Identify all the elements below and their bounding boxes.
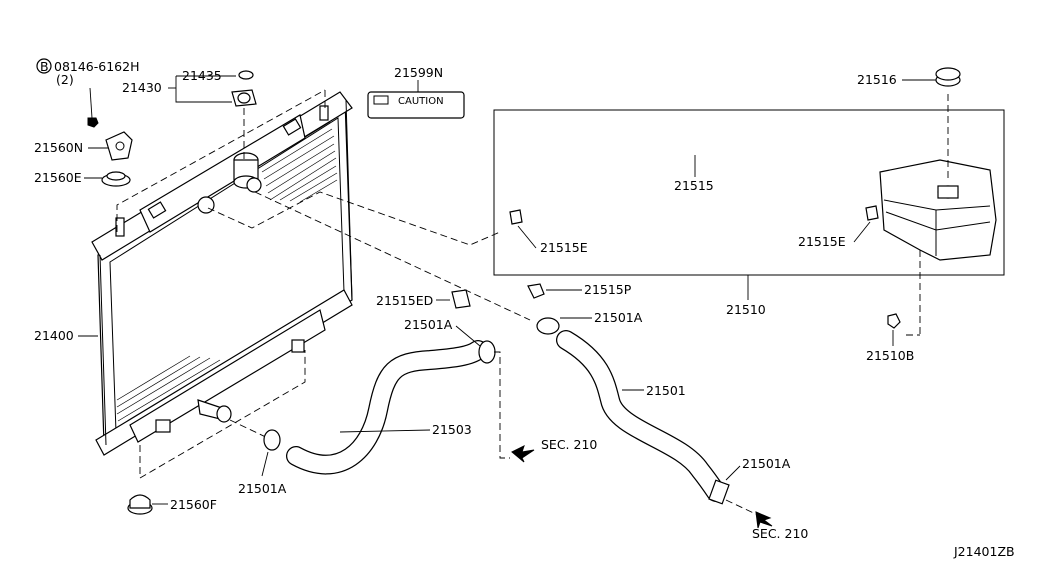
clip-21515E-right: 21515E (798, 205, 879, 249)
reservoir-box-21510: 21510 (493, 109, 1005, 317)
label-21516: 21516 (857, 72, 897, 87)
hose-21503: 21503 (286, 340, 488, 475)
bolt-symbol: B (40, 59, 49, 74)
label-21510B: 21510B (866, 348, 914, 363)
clip-21515E-left: 21515E (509, 209, 588, 255)
label-21515ED: 21515ED (376, 293, 433, 308)
label-21515P: 21515P (584, 282, 632, 297)
clamp-21501A-lower-left: 21501A (238, 429, 287, 496)
clamp-21501A-upper-right: 21501A (536, 310, 643, 335)
bracket-21560N: 21560N (34, 131, 133, 161)
label-21501: 21501 (646, 383, 686, 398)
caution-text: CAUTION (398, 96, 444, 107)
clip-21515P: 21515P (527, 282, 632, 299)
reservoir-tank (879, 94, 997, 336)
label-21515E-left: 21515E (540, 240, 588, 255)
clamp-21501A-upper-left: 21501A (404, 317, 510, 459)
sec-ref-2: SEC. 210 (752, 511, 808, 541)
clip-21515ED: 21515ED (376, 289, 471, 309)
label-21501A-lower-right: 21501A (742, 456, 791, 471)
label-21503: 21503 (432, 422, 472, 437)
label-21515E-right: 21515E (798, 234, 846, 249)
label-21510: 21510 (726, 302, 766, 317)
label-21430: 21430 (122, 80, 162, 95)
label-21400: 21400 (34, 328, 74, 343)
sec-ref-1: SEC. 210 (511, 437, 597, 463)
caution-label-21599N: 21599N CAUTION (367, 65, 465, 119)
label-21560F: 21560F (170, 497, 217, 512)
mount-21560F: 21560F (127, 494, 217, 515)
mount-21560E: 21560E (34, 170, 131, 187)
label-21515: 21515 (674, 178, 714, 193)
label-21501A-lower-left: 21501A (238, 481, 287, 496)
bolt-part-number: 08146-6162H (54, 59, 140, 74)
label-21560E: 21560E (34, 170, 82, 185)
bolt-21510B: 21510B (866, 313, 914, 363)
label-21501A-upper-left: 21501A (404, 317, 453, 332)
label-21400-group: 21400 (34, 328, 98, 343)
label-21501A-upper-right: 21501A (594, 310, 643, 325)
label-21435: 21435 (182, 68, 222, 83)
cap-21430: 21435 21430 (122, 68, 257, 107)
label-21599N: 21599N (394, 65, 443, 80)
sec-ref-1-text: SEC. 210 (541, 437, 597, 452)
bolt-08146-6162H: B 08146-6162H (2) (36, 58, 140, 128)
sec-ref-2-text: SEC. 210 (752, 526, 808, 541)
bolt-quantity: (2) (56, 72, 74, 87)
clamp-21501A-lower-right: 21501A (708, 456, 791, 517)
label-21560N: 21560N (34, 140, 83, 155)
radiator-21400 (91, 91, 353, 456)
hose-21501: 21501 (556, 330, 726, 502)
diagram-code: J21401ZB (953, 544, 1015, 559)
cap-21516: 21516 (857, 67, 961, 87)
hose-21515: 21515 (518, 135, 863, 223)
